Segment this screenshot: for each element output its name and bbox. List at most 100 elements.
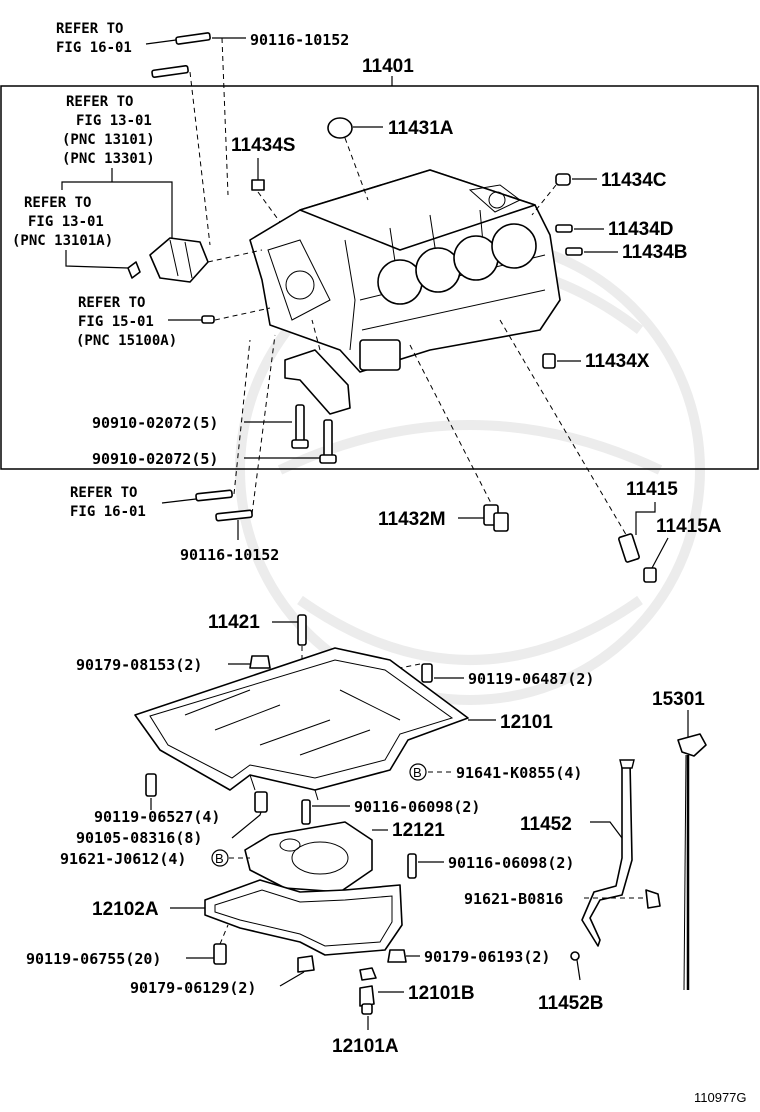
label-90116-06098-a: 90116-06098(2) <box>354 798 480 816</box>
plug-11415[interactable] <box>618 533 640 563</box>
sensor-11432M[interactable] <box>483 504 509 532</box>
pin-11434X[interactable] <box>542 353 556 369</box>
ref-15-line1: REFER TO <box>78 295 145 311</box>
stud-11421[interactable] <box>297 614 307 646</box>
label-90179-08153: 90179-08153(2) <box>76 656 202 674</box>
label-91621-B0816: 91621-B0816 <box>464 890 563 908</box>
label-90179-06129: 90179-06129(2) <box>130 979 256 997</box>
leader-line <box>590 821 626 843</box>
label-90119-06755: 90119-06755(20) <box>26 950 161 968</box>
label-90910-02072-a: 90910-02072(5) <box>92 414 218 432</box>
gasket-12101B[interactable] <box>359 967 377 981</box>
bolt-90119-06755[interactable] <box>213 943 227 965</box>
leader-line <box>651 537 669 569</box>
label-12121: 12121 <box>392 820 445 841</box>
bolt-90119-06487[interactable] <box>421 663 433 683</box>
ref-16-top-line1: REFER TO <box>56 21 123 37</box>
nut-90179-06129[interactable] <box>297 955 315 973</box>
leader-line <box>145 39 177 45</box>
label-90116-10152-top: 90116-10152 <box>250 31 349 49</box>
figure-code: 110977G <box>694 1090 747 1105</box>
label-90910-02072-b: 90910-02072(5) <box>92 450 218 468</box>
cylinder-block[interactable] <box>249 169 561 373</box>
pin-11434D[interactable] <box>555 224 573 233</box>
badge-b-icon <box>409 763 427 781</box>
label-12101: 12101 <box>500 712 553 733</box>
label-11421: 11421 <box>208 612 260 633</box>
dipstick-guide-11452[interactable] <box>581 759 635 947</box>
label-90105-08316: 90105-08316(8) <box>76 829 202 847</box>
label-91641-K0855: 91641-K0855(4) <box>456 764 582 782</box>
leader-line <box>65 250 129 269</box>
badge-b-text: B <box>413 765 422 780</box>
plug-11434C[interactable] <box>555 173 571 186</box>
piston-assembly[interactable] <box>127 237 209 283</box>
bolt-90105-08316[interactable] <box>254 791 268 813</box>
label-11431A: 11431A <box>388 118 454 139</box>
bearing-cap[interactable] <box>284 349 351 415</box>
label-11434S: 11434S <box>231 135 295 156</box>
label-12102A: 12102A <box>92 899 159 920</box>
nut-90179-06193[interactable] <box>387 949 407 963</box>
dipstick-15301[interactable] <box>677 733 707 991</box>
label-90119-06527: 90119-06527(4) <box>94 808 220 826</box>
oil-pan-12101[interactable] <box>134 647 469 801</box>
nut-90179-08153[interactable] <box>249 655 271 669</box>
label-11434B: 11434B <box>622 242 688 263</box>
ref-13a-line4: (PNC 13301) <box>62 151 155 167</box>
ref-15-line2: FIG 15-01 <box>78 314 154 330</box>
badge-b-text: B <box>215 851 224 866</box>
label-90179-06193: 90179-06193(2) <box>424 948 550 966</box>
leader-dashed <box>219 924 229 945</box>
label-11434C: 11434C <box>601 170 667 191</box>
label-11415: 11415 <box>626 479 678 500</box>
label-12101A: 12101A <box>332 1036 399 1057</box>
stud-90116-06098-b[interactable] <box>407 853 417 879</box>
bolt-90910-a[interactable] <box>291 404 309 449</box>
block-group-frame <box>0 85 759 470</box>
label-90116-10152-bottom: 90116-10152 <box>180 546 279 564</box>
leader-dashed <box>251 334 276 515</box>
stud-90116-06098-a[interactable] <box>301 799 311 825</box>
ref-13a-line3: (PNC 13101) <box>62 132 155 148</box>
plug-11431A[interactable] <box>327 117 353 139</box>
leader-dashed <box>409 344 493 506</box>
pin-11434B[interactable] <box>565 247 583 256</box>
label-11452: 11452 <box>520 814 572 835</box>
bolt-90910-b[interactable] <box>319 419 337 464</box>
pin-11434S[interactable] <box>251 179 265 191</box>
leader-dashed <box>214 307 271 321</box>
label-15301: 15301 <box>652 689 705 710</box>
ref-13b-line3: (PNC 13101A) <box>12 233 113 249</box>
leader-line <box>279 971 305 987</box>
oring-11452B[interactable] <box>570 951 580 961</box>
leader-dashed <box>531 184 557 216</box>
ref-16-top-line2: FIG 16-01 <box>56 40 132 56</box>
ref-13a-line1: REFER TO <box>66 94 133 110</box>
leader-line <box>61 181 173 240</box>
ref-16-bottom-line2: FIG 16-01 <box>70 504 146 520</box>
bolt-11415A[interactable] <box>643 567 657 583</box>
stud-bolts-top[interactable] <box>151 32 211 79</box>
leader-dashed <box>344 137 369 201</box>
leader-line <box>635 502 656 535</box>
oil-pan-12102A[interactable] <box>204 879 403 956</box>
ref-16-bottom-line1: REFER TO <box>70 485 137 501</box>
block-group-number: 11401 <box>362 56 414 77</box>
label-11434X: 11434X <box>585 351 650 372</box>
drain-plug-12101A[interactable] <box>359 985 375 1015</box>
label-91621-J0612: 91621-J0612(4) <box>60 850 186 868</box>
leader-dashed <box>233 339 251 495</box>
leader-dashed <box>207 249 263 263</box>
ref-13b-line2: FIG 13-01 <box>28 214 104 230</box>
bolt-91621-B0816[interactable] <box>645 889 661 909</box>
pin-ref-15[interactable] <box>201 315 215 324</box>
bolt-90119-06527[interactable] <box>145 773 157 797</box>
label-11434D: 11434D <box>608 219 674 240</box>
leader-dashed <box>257 191 281 223</box>
leader-dashed <box>189 71 211 246</box>
leader-line <box>231 811 262 839</box>
leader-dashed <box>499 319 629 539</box>
